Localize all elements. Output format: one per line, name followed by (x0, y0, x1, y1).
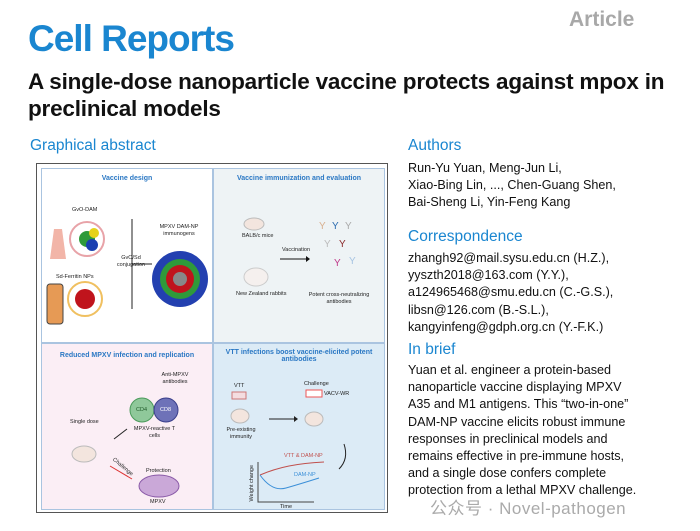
correspondence-heading: Correspondence (408, 228, 523, 245)
vtt-boost-illustration (230, 389, 347, 503)
label-vacv-wr: VACV-WR (324, 391, 350, 397)
vaccine-design-illustration (46, 219, 208, 325)
in-brief-text: Yuan et al. engineer a protein-based nan… (408, 362, 698, 500)
label-t-cells: MPXV-reactive T cells (133, 426, 176, 439)
panel-reduced-infection: Reduced MPXV infection and replication A… (41, 343, 213, 510)
label-antibodies: Potent cross-neutralizing antibodies (308, 292, 370, 305)
label-sd-ferritin: Sd-Ferritin NPs (56, 274, 94, 280)
legend-vtt-dam-np: VTT & DAM-NP (284, 453, 323, 459)
svg-text:Y: Y (334, 258, 341, 269)
panel-title: Vaccine design (101, 175, 153, 182)
graphical-abstract-figure: Vaccine design GvO-DAM Sd-Ferritin NPs G… (36, 163, 388, 513)
watermark: 公众号 · Novel-pathogen (430, 499, 627, 518)
panel-title: VTT infections boost vaccine-elicited po… (225, 349, 373, 363)
email-line[interactable]: a124965468@smu.edu.cn (C.-G.S.), (408, 285, 614, 300)
label-gvo-dam: GvO-DAM (72, 207, 98, 213)
reduced-infection-illustration (71, 397, 180, 498)
label-cd4: CD4 (136, 407, 148, 413)
in-brief-line: A35 and M1 antigens. This “two-in-one” (408, 397, 629, 412)
in-brief-line: protection from a lethal MPXV challenge. (408, 483, 637, 498)
label-protection: Protection (146, 468, 171, 474)
label-rabbits: New Zealand rabbits (236, 291, 287, 297)
label-anti-mpxv: Anti-MPXV antibodies (161, 372, 189, 385)
label-conjugation: GvO/Sd conjugation (116, 255, 146, 268)
label-immunogens: MPXV DAM-NP immunogens (159, 224, 199, 237)
paper-title: A single-dose nanoparticle vaccine prote… (28, 69, 665, 121)
author-line: Bai-Sheng Li, Yin-Feng Kang (408, 195, 571, 210)
graphical-abstract-heading: Graphical abstract (30, 137, 156, 154)
panel-title: Vaccine immunization and evaluation (236, 175, 362, 182)
in-brief-line: DAM-NP vaccine elicits robust immune (408, 414, 626, 429)
in-brief-line: nanoparticle vaccine displaying MPXV (408, 380, 622, 395)
label-balbc-mice: BALB/c mice (242, 233, 274, 239)
legend-dam-np: DAM-NP (294, 472, 316, 478)
axis-label-time: Time (280, 504, 293, 510)
panel-vtt-boost: VTT infections boost vaccine-elicited po… (213, 343, 385, 510)
label-cd8: CD8 (160, 407, 172, 413)
author-line: Xiao-Bing Lin, ..., Chen-Guang Shen, (408, 178, 616, 193)
svg-text:Y: Y (339, 239, 346, 250)
label-single-dose: Single dose (70, 419, 99, 425)
email-line[interactable]: yyszth2018@163.com (Y.Y.), (408, 268, 569, 283)
label-pre-existing-immunity: Pre-existing immunity (226, 427, 256, 440)
email-line[interactable]: zhangh92@mail.sysu.edu.cn (H.Z.), (408, 251, 610, 265)
email-line[interactable]: kangyinfeng@gdph.org.cn (Y.-F.K.) (408, 319, 604, 334)
in-brief-line: remains effective in pre-immune hosts, (408, 449, 625, 464)
journal-logo: Cell Reports (28, 18, 235, 59)
panel-vaccine-design: Vaccine design GvO-DAM Sd-Ferritin NPs G… (41, 168, 213, 343)
panel-title: Reduced MPXV infection and replication (59, 352, 195, 359)
author-line: Run-Yu Yuan, Meng-Jun Li, (408, 161, 562, 175)
label-mpxv: MPXV (150, 499, 166, 505)
label-challenge: Challenge (304, 381, 329, 387)
panel-immunization: Vaccine immunization and evaluation BALB… (213, 168, 385, 343)
article-type-label: Article (569, 8, 635, 31)
svg-text:Y: Y (332, 221, 339, 232)
svg-text:Y: Y (324, 239, 331, 250)
email-line[interactable]: libsn@126.com (B.-S.L.), (408, 302, 549, 317)
in-brief-line: responses in preclinical models and (408, 431, 608, 446)
svg-text:Y: Y (349, 256, 356, 267)
label-vaccination: Vaccination (282, 247, 311, 253)
in-brief-line: Yuan et al. engineer a protein-based (408, 363, 612, 377)
svg-text:Y: Y (319, 221, 326, 232)
correspondence-list: zhangh92@mail.sysu.edu.cn (H.Z.), yyszth… (408, 250, 698, 336)
authors-heading: Authors (408, 137, 462, 154)
label-vtt: VTT (234, 383, 245, 389)
in-brief-heading: In brief (408, 341, 456, 358)
in-brief-line: and a single dose confers complete (408, 466, 607, 481)
authors-list: Run-Yu Yuan, Meng-Jun Li, Xiao-Bing Lin,… (408, 160, 698, 212)
axis-label-weight-change: Weight change (249, 464, 256, 502)
svg-text:Y: Y (345, 221, 352, 232)
